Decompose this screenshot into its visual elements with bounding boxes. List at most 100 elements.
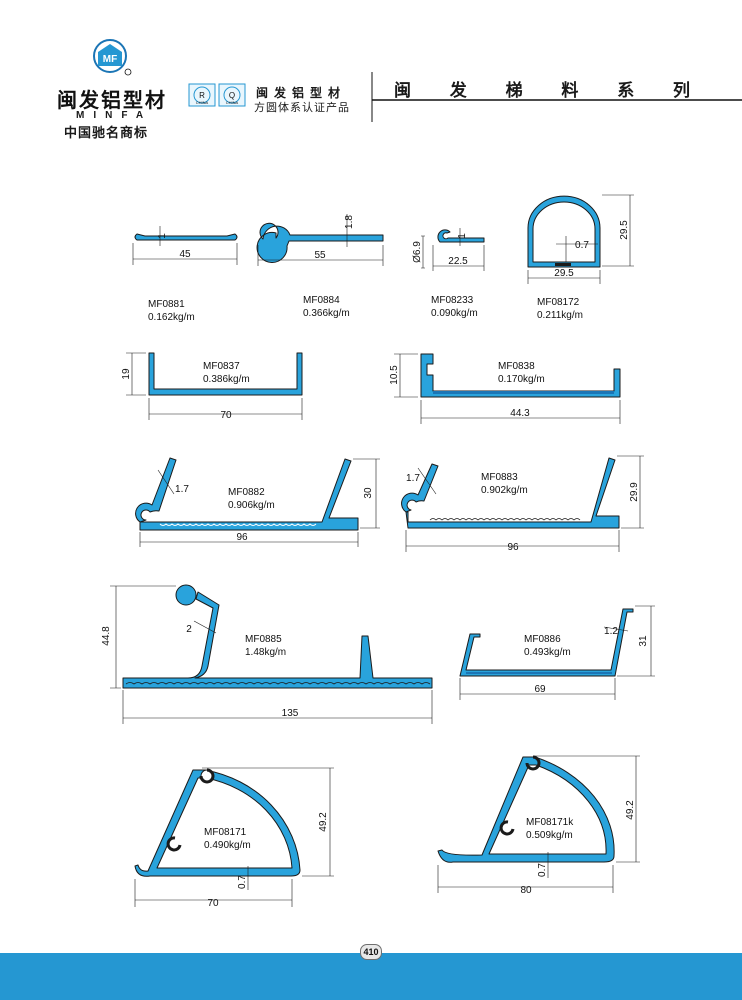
- caption-mf08172: MF08172 0.211kg/m: [537, 296, 583, 322]
- product-weight: 0.170kg/m: [498, 374, 545, 385]
- dim-mf0884-width: 55: [314, 250, 326, 261]
- product-code: MF0838: [498, 361, 535, 372]
- caption-mf0885: MF0885 1.48kg/m: [245, 633, 286, 659]
- profile-mf08172: [527, 195, 601, 268]
- dim-mf08171k-thickness: 0.7: [537, 863, 548, 877]
- dim-mf0885-height: 44.8: [101, 626, 112, 646]
- dim-mf0886-width: 69: [534, 684, 546, 695]
- dim-mf08233-thickness: 1: [457, 233, 468, 239]
- dim-mf0885-thickness: 2: [186, 624, 192, 635]
- dim-mf0881-thickness: 1: [157, 233, 168, 239]
- dim-mf08171-height: 49.2: [318, 812, 329, 832]
- profile-mf0882: [135, 457, 359, 531]
- profile-mf08171: [134, 768, 301, 877]
- dim-mf08172-width: 29.5: [554, 268, 574, 279]
- product-weight: 0.493kg/m: [524, 647, 571, 658]
- profile-mf0883: [401, 457, 620, 529]
- dim-mf0882-height: 30: [363, 487, 374, 499]
- dimension-lines: [110, 194, 655, 907]
- product-code: MF08233: [431, 295, 474, 306]
- dim-mf08233-width: 22.5: [448, 256, 468, 267]
- product-code: MF0885: [245, 634, 282, 645]
- dim-mf0883-width: 96: [507, 542, 519, 553]
- dim-mf0882-thickness: 1.7: [175, 484, 189, 495]
- profile-mf0884: [256, 222, 384, 263]
- certification-name: 闽发铝型材: [256, 86, 347, 100]
- product-code: MF0837: [203, 361, 240, 372]
- product-weight: 0.386kg/m: [203, 374, 250, 385]
- dim-mf0883-height: 29.9: [629, 482, 640, 502]
- header-graphics: MF R CHINA Q CHINA: [93, 39, 742, 122]
- caption-mf0886: MF0886 0.493kg/m: [524, 633, 571, 659]
- product-weight: 0.366kg/m: [303, 308, 350, 319]
- profile-drawings: 45 1 55 1.8 22.5 Ø6.9 1 29.5 29.5 0.7 70…: [101, 194, 655, 909]
- page-header: MF R CHINA Q CHINA 闽发铝型材 MINFA 中国驰名商标 闽发…: [0, 0, 742, 141]
- product-code: MF08171: [204, 827, 247, 838]
- product-weight: 0.162kg/m: [148, 312, 195, 323]
- product-weight: 0.490kg/m: [204, 840, 251, 851]
- dim-mf0881-width: 45: [179, 249, 191, 260]
- product-weight: 0.509kg/m: [526, 830, 573, 841]
- series-title: 闽 发 梯 料 系 列: [394, 81, 690, 101]
- dim-mf0883-thickness: 1.7: [406, 473, 420, 484]
- svg-text:CHINA: CHINA: [196, 100, 209, 105]
- svg-text:MF: MF: [103, 54, 117, 65]
- certification-badges: R CHINA Q CHINA: [188, 83, 246, 107]
- caption-mf08233: MF08233 0.090kg/m: [431, 294, 478, 320]
- profile-mf0837: [148, 352, 303, 396]
- product-code: MF0883: [481, 472, 518, 483]
- dimension-values: 45 1 55 1.8 22.5 Ø6.9 1 29.5 29.5 0.7 70…: [101, 215, 649, 909]
- caption-mf0881: MF0881 0.162kg/m: [148, 298, 195, 324]
- dim-mf08171-width: 70: [207, 898, 219, 909]
- dim-mf0838-height: 10.5: [389, 365, 400, 385]
- caption-mf0883: MF0883 0.902kg/m: [481, 471, 528, 497]
- page-number: 410: [360, 944, 382, 960]
- dim-mf0838-width: 44.3: [510, 408, 530, 419]
- product-weight: 0.090kg/m: [431, 308, 478, 319]
- certification-text: 方圆体系认证产品: [254, 101, 350, 114]
- product-code: MF0881: [148, 299, 185, 310]
- logo-icon: MF: [93, 39, 132, 76]
- caption-mf0884: MF0884 0.366kg/m: [303, 294, 350, 320]
- product-code: MF08172: [537, 297, 580, 308]
- dim-mf0837-width: 70: [220, 410, 232, 421]
- brand-tagline: 中国驰名商标: [64, 126, 149, 141]
- product-code: MF0886: [524, 634, 561, 645]
- dim-mf0885-width: 135: [282, 708, 299, 719]
- profile-mf08171k: [437, 755, 615, 863]
- profile-mf0886: [459, 608, 634, 677]
- product-weight: 0.902kg/m: [481, 485, 528, 496]
- dim-mf0882-width: 96: [236, 532, 248, 543]
- product-weight: 1.48kg/m: [245, 647, 287, 658]
- dim-mf0837-height: 19: [121, 368, 132, 380]
- brand-name: 闽发铝型材: [57, 88, 167, 112]
- profile-mf0885: [122, 584, 433, 689]
- dim-mf0886-thickness: 1.2: [604, 626, 618, 637]
- footer-band: [0, 953, 742, 1000]
- svg-text:CHINA: CHINA: [226, 100, 239, 105]
- profile-mf0838: [420, 353, 621, 398]
- brand-name-en: MINFA: [76, 110, 153, 121]
- caption-mf08171: MF08171 0.490kg/m: [204, 826, 251, 852]
- caption-mf0838: MF0838 0.170kg/m: [498, 360, 545, 386]
- svg-text:R: R: [199, 91, 205, 100]
- caption-mf0882: MF0882 0.906kg/m: [228, 486, 275, 512]
- caption-mf08171k: MF08171k 0.509kg/m: [526, 816, 573, 842]
- dim-mf08171k-width: 80: [520, 885, 532, 896]
- profile-mf08233: [437, 229, 485, 243]
- dim-mf08172-height: 29.5: [619, 220, 630, 240]
- svg-text:Q: Q: [229, 91, 235, 100]
- product-code: MF0882: [228, 487, 265, 498]
- dim-mf0886-height: 31: [638, 635, 649, 647]
- profile-mf0881: [134, 233, 238, 241]
- dim-mf0884-thickness: 1.8: [344, 215, 355, 229]
- dim-mf08171-thickness: 0.7: [237, 875, 248, 889]
- dim-mf08233-diameter: Ø6.9: [412, 241, 423, 263]
- product-code: MF0884: [303, 295, 340, 306]
- product-weight: 0.211kg/m: [537, 310, 583, 321]
- dim-mf08172-thickness: 0.7: [575, 240, 589, 251]
- product-weight: 0.906kg/m: [228, 500, 275, 511]
- dim-mf08171k-height: 49.2: [625, 800, 636, 820]
- product-code: MF08171k: [526, 817, 574, 828]
- caption-mf0837: MF0837 0.386kg/m: [203, 360, 250, 386]
